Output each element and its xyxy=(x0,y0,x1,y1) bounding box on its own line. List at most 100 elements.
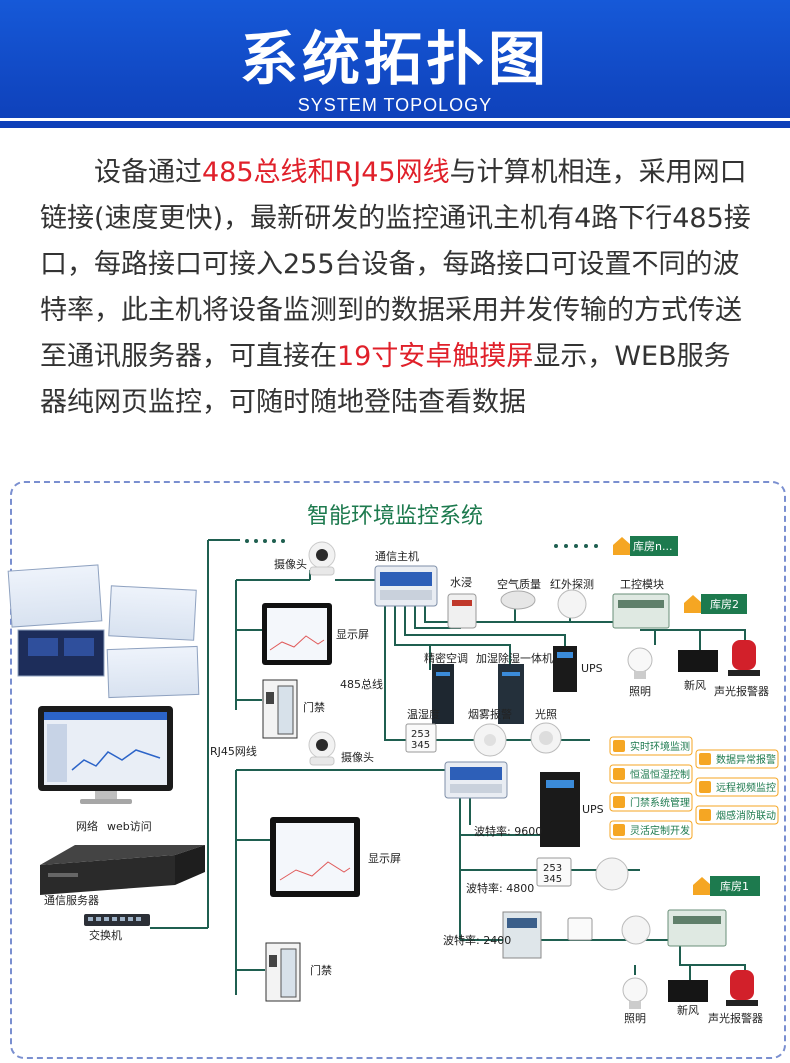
comm-host-label: 通信主机 xyxy=(375,549,419,563)
feature-badge: 灵活定制开发 xyxy=(609,820,693,840)
room-tag-n: 库房n... xyxy=(613,536,678,556)
rj45-label: RJ45网线 xyxy=(210,744,257,758)
air-quality-label: 空气质量 xyxy=(497,577,541,591)
baud-4800-label: 波特率: 4800 xyxy=(466,881,534,895)
feature-icon xyxy=(613,768,625,780)
feature-icon xyxy=(613,740,625,752)
ups-label: UPS xyxy=(581,662,603,675)
header-banner: 系统拓扑图 SYSTEM TOPOLOGY xyxy=(0,0,790,128)
temp-humidity-sensor-3 xyxy=(567,917,593,941)
temp-humidity-sensor-2: 253 345 xyxy=(536,857,572,887)
smoke-label: 烟雾报警 xyxy=(468,707,512,721)
io-module-label: 工控模块 xyxy=(620,577,664,591)
door-access-1 xyxy=(262,679,298,739)
feature-label: 灵活定制开发 xyxy=(630,824,690,837)
display-screen-1 xyxy=(262,603,332,665)
smoke-sensor-2 xyxy=(595,857,629,891)
ir-sensor-2 xyxy=(621,915,651,945)
io-module-2 xyxy=(667,909,727,947)
web-screens xyxy=(7,564,200,699)
feature-icon xyxy=(699,781,711,793)
diagram-labels: 摄像头 通信主机 显示屏 门禁 485总线 RJ45网线 摄像头 显示屏 门禁 … xyxy=(44,549,769,1025)
svg-text:345: 345 xyxy=(543,874,562,885)
svg-text:253: 253 xyxy=(411,729,430,740)
humidifier-label: 加湿除湿一体机 xyxy=(476,651,553,665)
feature-badge: 远程视频监控 xyxy=(695,777,779,797)
temp-hum-label: 温湿度 xyxy=(407,707,440,721)
smoke-sensor xyxy=(473,723,507,757)
intro-paragraph: 设备通过485总线和RJ45网线与计算机相连，采用网口链接(速度更快)，最新研发… xyxy=(40,150,752,426)
intro-text: 设备通过485总线和RJ45网线与计算机相连，采用网口链接(速度更快)，最新研发… xyxy=(40,150,752,426)
ups-2 xyxy=(540,772,580,847)
web-access-label: web访问 xyxy=(107,820,152,833)
feature-label: 远程视频监控 xyxy=(716,781,776,794)
precision-ac xyxy=(432,664,454,724)
svg-text:253: 253 xyxy=(543,863,562,874)
intro-segment: 与计算机相连，采用网口链接(速度更快)，最新研发的监控通讯主机有4路下行485接… xyxy=(40,157,751,372)
air-quality-sensor xyxy=(500,590,536,610)
ir-label: 红外探测 xyxy=(550,578,594,591)
diagram-title: 智能环境监控系统 xyxy=(306,504,483,529)
highlight-text: 485总线和RJ45网线 xyxy=(202,157,450,188)
server-label: 通信服务器 xyxy=(44,894,99,907)
sound-light-alarm-1 xyxy=(728,640,760,676)
room-tag-2: 库房2 xyxy=(684,594,747,614)
sound-light-alarm-2 xyxy=(726,970,758,1006)
svg-text:345: 345 xyxy=(411,740,430,751)
ir-sensor xyxy=(557,589,587,619)
lighting-bulb-1 xyxy=(627,647,653,679)
camera-label-2: 摄像头 xyxy=(341,750,374,764)
feature-badge: 门禁系统管理 xyxy=(609,792,693,812)
room-n-label: 库房n... xyxy=(633,540,672,553)
io-module-1 xyxy=(612,593,670,629)
din-module xyxy=(502,911,542,959)
fresh-air-unit-2 xyxy=(668,980,708,1002)
lighting-label-2: 照明 xyxy=(624,1012,646,1025)
page-subtitle: SYSTEM TOPOLOGY xyxy=(297,95,493,115)
intro-segment: 显示，WEB服务器纯网页监控，可随时随地登陆查看数据 xyxy=(40,341,731,418)
dotted-connectors xyxy=(245,539,598,548)
server-device xyxy=(40,845,205,895)
comm-host-1 xyxy=(374,565,438,607)
door-access-2 xyxy=(265,942,301,1002)
baud-9600-label: 波特率: 9600 xyxy=(474,824,542,838)
feature-icon xyxy=(613,824,625,836)
header-stripe xyxy=(0,118,790,121)
feature-label: 恒温恒湿控制 xyxy=(630,768,690,781)
feature-label: 烟感消防联动 xyxy=(716,809,776,822)
comm-host-2 xyxy=(444,761,508,799)
room-2-label: 库房2 xyxy=(710,598,739,611)
feature-label: 门禁系统管理 xyxy=(630,796,690,809)
fresh-air-unit-1 xyxy=(678,650,718,672)
camera-icon xyxy=(308,541,336,576)
switch-device xyxy=(84,914,150,926)
display-label: 显示屏 xyxy=(336,628,369,641)
feature-badge: 烟感消防联动 xyxy=(695,805,779,825)
highlight-text: 19寸安卓触摸屏 xyxy=(337,341,534,372)
switch-label: 交换机 xyxy=(89,928,122,942)
camera-icon xyxy=(308,731,336,766)
room-tag-1: 库房1 xyxy=(693,876,760,896)
fresh-air-label: 新风 xyxy=(684,678,706,692)
baud-2400-label: 波特率: 2400 xyxy=(443,933,511,947)
feature-icon xyxy=(613,796,625,808)
feature-badge: 实时环境监测 xyxy=(609,736,693,756)
feature-label: 数据异常报警 xyxy=(716,753,776,766)
door-label: 门禁 xyxy=(303,700,325,714)
water-sensor xyxy=(447,593,477,629)
water-label: 水浸 xyxy=(450,576,472,589)
feature-icon xyxy=(699,809,711,821)
ac-label: 精密空调 xyxy=(424,651,468,665)
room-1-label: 库房1 xyxy=(720,880,749,893)
fresh-air-label-2: 新风 xyxy=(677,1003,699,1017)
temp-humidity-sensor: 253 345 xyxy=(405,723,437,753)
feature-label: 实时环境监测 xyxy=(630,740,690,753)
humidifier xyxy=(498,664,524,724)
alarm-label-2: 声光报警器 xyxy=(708,1011,763,1025)
display-label-2: 显示屏 xyxy=(368,852,401,865)
page-title: 系统拓扑图 xyxy=(239,25,550,93)
network-label: 网络 xyxy=(76,819,98,833)
